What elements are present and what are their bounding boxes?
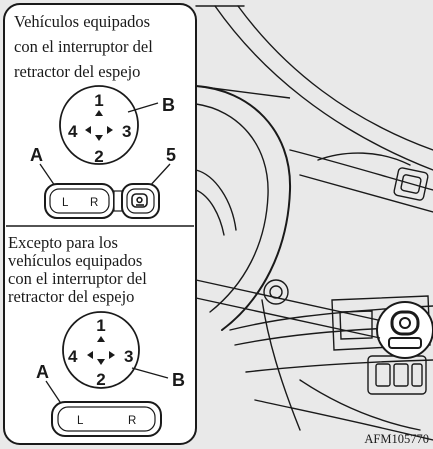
dashboard-illustration <box>195 5 433 441</box>
top-switch-label-r: R <box>90 197 98 209</box>
top-switch-label-l: L <box>62 197 69 209</box>
top-knob-number-1: 1 <box>94 91 103 110</box>
top-caption-line-2: con el interruptor del <box>14 37 153 56</box>
top-callout-5: 5 <box>166 145 176 165</box>
bottom-knob-number-4: 4 <box>68 347 78 366</box>
bottom-switch-label-r: R <box>128 415 136 427</box>
bottom-knob-number-2: 2 <box>96 370 105 389</box>
leader-line-top <box>195 85 291 99</box>
top-callout-a: A <box>30 145 43 165</box>
top-caption-line-3: retractor del espejo <box>14 62 140 81</box>
bottom-mirror-adjust-knob <box>62 311 140 389</box>
top-callout-a-leader <box>39 163 56 187</box>
callout-panel <box>3 3 197 445</box>
bottom-callout-a-leader <box>45 380 63 406</box>
top-retractor-switch-inner <box>126 188 155 214</box>
top-mirror-adjust-knob <box>59 85 139 165</box>
bottom-caption-line-3: con el interruptor del <box>8 269 147 288</box>
mirror-retract-icon <box>131 193 148 208</box>
top-knob-number-4: 4 <box>68 122 78 141</box>
top-lr-switch-inner <box>49 188 110 214</box>
top-callout-b-leader <box>127 102 159 113</box>
arrow-up-icon <box>97 336 105 342</box>
bottom-callout-a: A <box>36 362 49 382</box>
arrow-down-icon <box>95 135 103 141</box>
bottom-callout-b: B <box>172 370 185 390</box>
bottom-panel: Excepto para los vehículos equipados con… <box>8 233 185 437</box>
top-caption-line-1: Vehículos equipados <box>14 12 150 31</box>
arrow-down-icon <box>97 359 105 365</box>
bottom-lr-selector-switch <box>51 401 162 437</box>
top-knob-number-3: 3 <box>122 122 131 141</box>
top-callout-b: B <box>162 95 175 115</box>
arrow-left-icon <box>87 351 93 359</box>
top-panel: Vehículos equipados con el interruptor d… <box>14 12 176 219</box>
bottom-knob-number-1: 1 <box>96 316 105 335</box>
bottom-knob-number-3: 3 <box>124 347 133 366</box>
retractor-button-highlight <box>376 301 433 359</box>
top-knob-number-2: 2 <box>94 147 103 166</box>
bottom-caption-line-4: retractor del espejo <box>8 287 134 306</box>
arrow-right-icon <box>107 126 113 134</box>
bottom-lr-switch-inner <box>57 406 156 432</box>
top-mirror-retractor-switch <box>121 183 160 219</box>
top-switch-connector <box>113 190 123 212</box>
bottom-callout-b-leader <box>131 367 169 379</box>
figure-code: AFM105770 <box>364 432 429 446</box>
arrow-left-icon <box>85 126 91 134</box>
bottom-caption-line-2: vehículos equipados <box>8 251 142 270</box>
arrow-right-icon <box>109 351 115 359</box>
bottom-caption-line-1: Excepto para los <box>8 233 118 252</box>
arrow-up-icon <box>95 110 103 116</box>
leader-line-bottom <box>195 279 381 339</box>
bottom-switch-label-l: L <box>77 415 84 427</box>
